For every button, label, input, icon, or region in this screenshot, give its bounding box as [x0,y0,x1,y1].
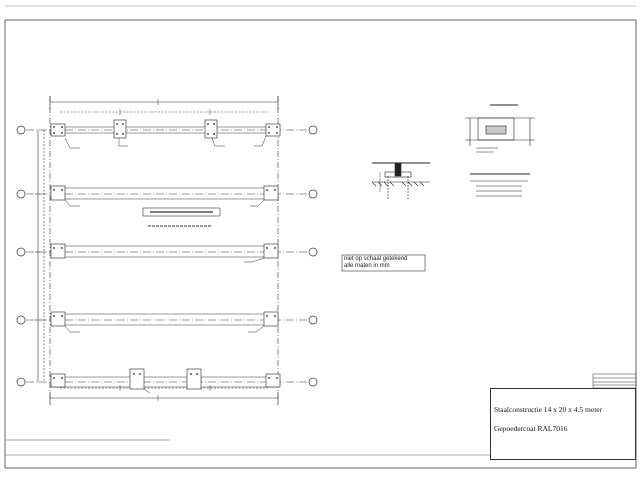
beams [50,126,278,388]
scale-note-box [341,254,426,272]
leader-callouts [64,135,267,394]
base-detail [465,104,535,197]
title-block: Staalconstructie 14 x 20 x 4.5 meter Gep… [490,388,636,460]
grid-rows [26,129,308,383]
title-block-finish: Gepoedercoat RAL7016 [494,424,568,433]
revision-block [592,373,637,389]
sheet-bottom-lines [5,439,490,456]
sheet-border [4,19,637,469]
grid-bubbles [16,125,318,387]
foundation-plan [37,96,279,405]
title-block-project: Staalconstructie 14 x 20 x 4.5 meter [494,405,603,414]
scale-note-line2: alle maten in mm [344,263,390,269]
scale-note-line1: niet op schaal getekend [344,256,408,262]
column-base-plates [50,119,281,390]
scale-note: niet op schaal getekend alle maten in mm [344,256,407,270]
section-detail [371,162,430,200]
dimension-ticks [35,99,211,401]
base-plate-bolts [53,123,278,379]
plan-note-box [142,207,221,227]
